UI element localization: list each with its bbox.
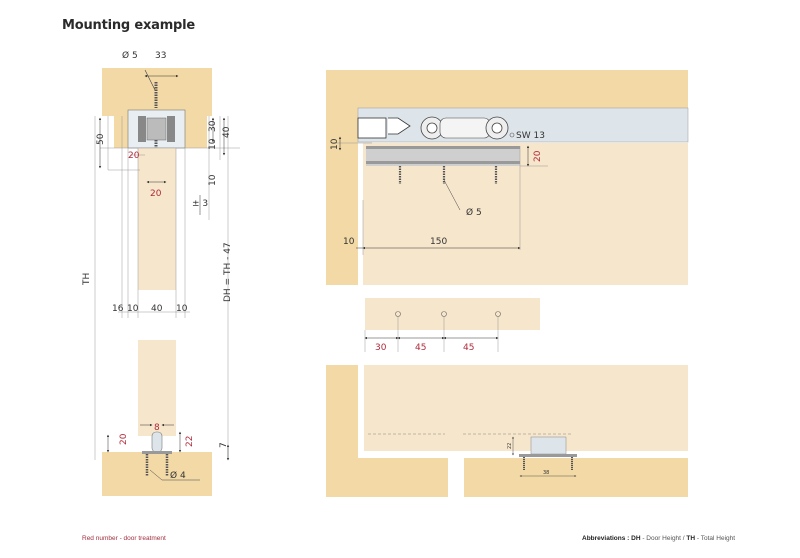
hole-pattern: 30 45 45 [364,298,540,353]
th-abbr: TH [686,535,696,542]
svg-text:30: 30 [375,343,387,353]
svg-text:150: 150 [430,237,447,247]
front-view-bottom: 22 38 [326,365,688,497]
svg-text:Ø 4: Ø 4 [170,470,186,481]
svg-text:20: 20 [119,433,129,445]
front-view-top: 10 SW 13 20 Ø 5 10 150 [326,70,689,285]
label-screw-dia: Ø 5 [122,50,138,61]
svg-text:22: 22 [507,443,513,449]
floor-guide [151,431,163,453]
svg-text:38: 38 [543,470,549,476]
label-dh-formula: DH = TH - 47 [223,242,233,302]
svg-text:Ø 5: Ø 5 [466,207,482,218]
svg-text:20: 20 [533,150,543,162]
floor-block [102,452,212,496]
svg-text:± 3: ± 3 [192,199,208,209]
svg-text:40: 40 [151,304,163,314]
door-face [363,143,688,285]
svg-text:30: 30 [208,120,218,132]
page-title: Mounting example [62,18,196,33]
svg-text:22: 22 [185,436,195,447]
svg-text:10: 10 [343,237,355,247]
label-th: TH [82,273,92,286]
svg-text:8: 8 [154,423,160,433]
svg-text:10: 10 [127,304,139,314]
door-face-bottom [364,365,688,451]
dh-abbr: DH [631,535,641,542]
svg-text:10: 10 [208,174,218,186]
svg-text:16: 16 [112,304,124,314]
svg-text:10: 10 [330,138,340,150]
track-rail [357,107,689,143]
footer-abbreviations: Abbreviations : DH - Door Height / TH - … [582,535,735,542]
svg-text:20: 20 [128,151,140,161]
footer-legend-note: Red number - door treatment [82,535,166,542]
abbreviations-label: Abbreviations : [582,535,630,542]
dh-meaning: - Door Height / [640,535,687,542]
svg-text:10: 10 [176,304,188,314]
svg-text:7: 7 [219,442,229,448]
side-view: Ø 5 33 50 30 40 10 10 ± 3 20 20 TH DH = … [82,50,240,496]
floor-guide-front [530,436,567,455]
door-panel-bottom [138,340,176,436]
door-panel-top [138,148,176,290]
svg-text:20: 20 [150,189,162,199]
svg-text:45: 45 [463,343,474,353]
svg-text:50: 50 [96,133,106,145]
svg-text:10: 10 [208,138,218,150]
label-sw13: SW 13 [516,131,545,141]
th-meaning: - Total Height [695,535,736,542]
svg-text:40: 40 [222,126,232,138]
label-width-33: 33 [155,51,166,61]
svg-text:45: 45 [415,343,426,353]
